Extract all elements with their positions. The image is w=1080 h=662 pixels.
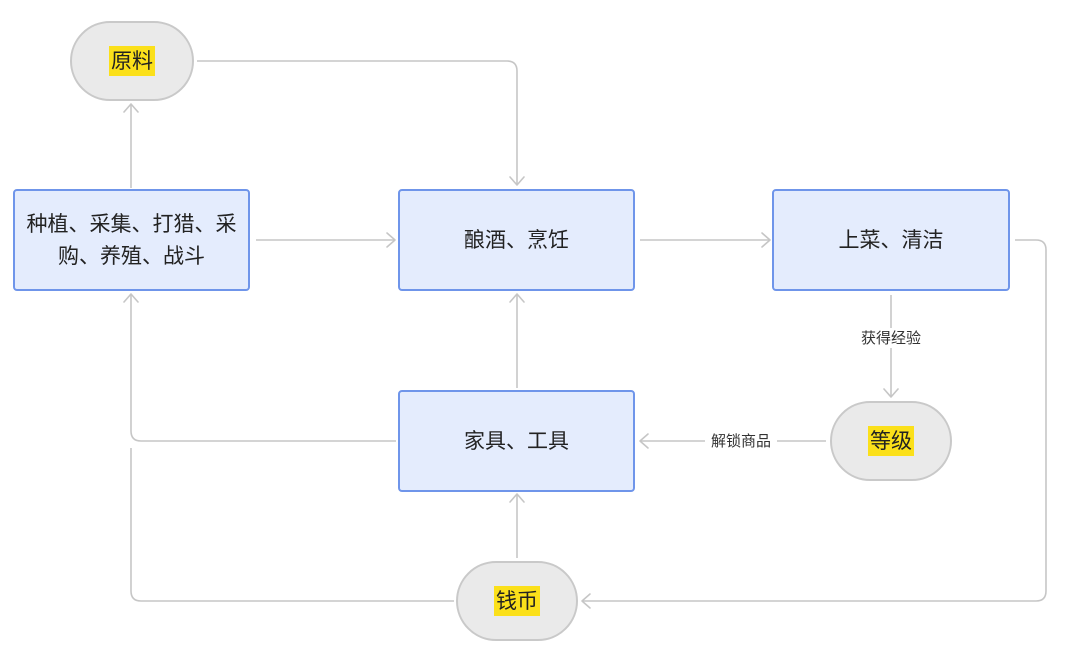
edge-money-to-gather (130, 448, 454, 602)
node-serve-clean-label: 上菜、清洁 (838, 228, 944, 252)
node-money-label: 钱币 (494, 586, 540, 616)
edge-label-gain-exp: 获得经验 (854, 328, 928, 348)
node-brew-cook: 酿酒、烹饪 (398, 189, 635, 291)
arrowhead-tools-to-brew (509, 293, 525, 303)
node-gather-activities: 种植、采集、打猎、采购、养殖、战斗 (13, 189, 250, 291)
node-brew-cook-label: 酿酒、烹饪 (464, 228, 569, 252)
edge-serve-to-money (582, 239, 1047, 602)
node-level: 等级 (830, 401, 952, 481)
arrowhead-serve-to-money (581, 593, 591, 609)
node-raw-materials: 原料 (70, 21, 194, 101)
edge-tools-to-gather (130, 294, 396, 442)
arrowhead-money-to-tools (509, 493, 525, 503)
arrowhead-raw-to-brew (509, 176, 525, 186)
node-level-label: 等级 (868, 426, 914, 456)
node-raw-materials-label: 原料 (109, 46, 155, 76)
node-serve-clean: 上菜、清洁 (772, 189, 1010, 291)
edge-label-unlock-goods: 解锁商品 (704, 431, 778, 451)
node-money: 钱币 (456, 561, 578, 641)
arrowhead-level-to-tools (639, 433, 649, 449)
edge-raw-to-brew (197, 60, 518, 184)
node-furniture-tools-label: 家具、工具 (464, 429, 569, 453)
node-gather-activities-label: 种植、采集、打猎、采购、养殖、战斗 (26, 212, 237, 268)
arrowhead-gather-to-raw (123, 103, 139, 113)
arrowhead-brew-to-serve (761, 232, 771, 248)
arrowhead-tools-to-gather (123, 293, 139, 303)
arrowhead-gather-to-brew (386, 232, 396, 248)
arrowhead-serve-to-level (883, 388, 899, 398)
node-furniture-tools: 家具、工具 (398, 390, 635, 492)
